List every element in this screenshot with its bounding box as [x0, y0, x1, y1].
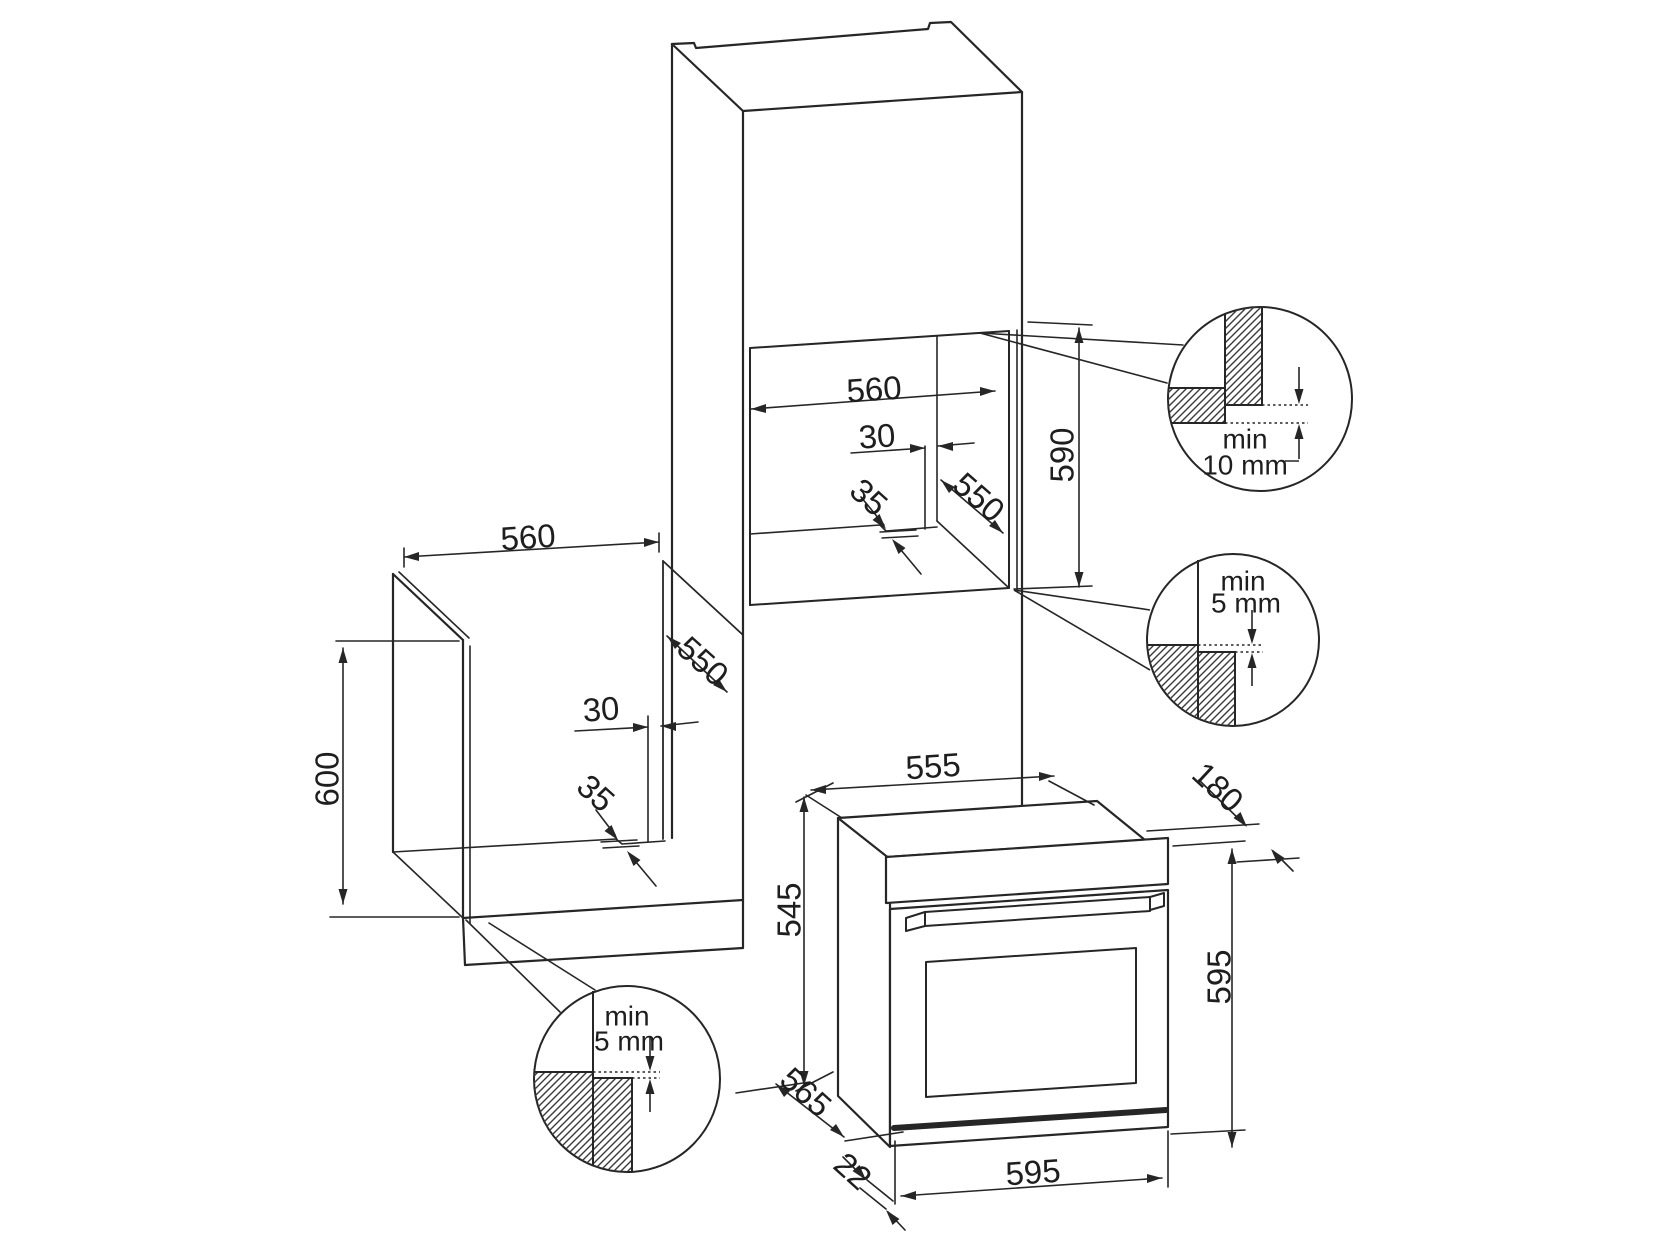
oven-door-window	[925, 947, 1137, 1098]
detail-top-label-line1: min	[1222, 424, 1267, 455]
dim-oven-body-depth: 565	[773, 1060, 839, 1124]
dim-oven-body-height: 545	[771, 882, 808, 937]
base-cabinet	[391, 571, 745, 967]
detail-circle-middle: min 5 mm	[1146, 553, 1320, 727]
arrowheads-base	[338, 538, 727, 904]
arrowheads-oven	[776, 772, 1285, 1225]
detail-middle-label-line1: min	[1220, 566, 1265, 597]
dim-niche-top-width: 560	[845, 369, 903, 410]
dim-niche-base-cutout-width: 30	[581, 689, 620, 728]
dim-oven-front-width: 595	[1004, 1152, 1062, 1193]
detail-top-label-line2: 10 mm	[1202, 450, 1288, 481]
dim-niche-top-height: 590	[1044, 427, 1081, 482]
detail-circle-top: min 10 mm	[1167, 306, 1353, 492]
oven-door-bottom-shadow	[891, 1107, 1169, 1131]
detail-bottom-label-line2: 5 mm	[594, 1026, 664, 1057]
detail-circle-bottom: min 5 mm	[533, 985, 721, 1173]
dimensions-oven	[735, 775, 1300, 1231]
dim-oven-top-clearance: 180	[1185, 755, 1251, 820]
section-shelf	[1168, 387, 1226, 424]
detail-middle-label-line2: 5 mm	[1211, 588, 1281, 619]
dimensions-base-niche	[329, 532, 728, 1013]
oven-control-panel	[884, 836, 1170, 905]
arrowheads-upper	[751, 328, 1084, 587]
leader-middle-circle	[1013, 589, 1151, 671]
tall-cabinet	[662, 20, 1024, 950]
dim-niche-top-cutout-width: 30	[857, 416, 896, 455]
section-block-right	[592, 1077, 633, 1172]
dim-oven-body-width: 555	[904, 746, 962, 787]
oven-left-side	[836, 816, 892, 1149]
dim-niche-base-height: 600	[309, 751, 346, 806]
section-block-right	[1197, 651, 1236, 726]
oven	[836, 799, 1170, 1149]
dim-niche-top-depth: 550	[946, 465, 1012, 529]
dim-niche-base-width: 560	[499, 517, 557, 558]
dim-niche-base-depth: 550	[670, 629, 736, 693]
oven-handle	[905, 892, 1165, 932]
dim-oven-door-thickness: 22	[827, 1145, 879, 1197]
section-side-panel	[1224, 307, 1263, 406]
section-floor-left	[534, 1071, 594, 1172]
dim-niche-base-cutout-depth: 35	[570, 767, 622, 819]
dim-niche-top-cutout-depth: 35	[843, 471, 895, 523]
detail-bottom-label-line1: min	[604, 1001, 649, 1032]
tall-cabinet-niche	[749, 329, 1018, 606]
dim-oven-front-height: 595	[1201, 949, 1238, 1004]
